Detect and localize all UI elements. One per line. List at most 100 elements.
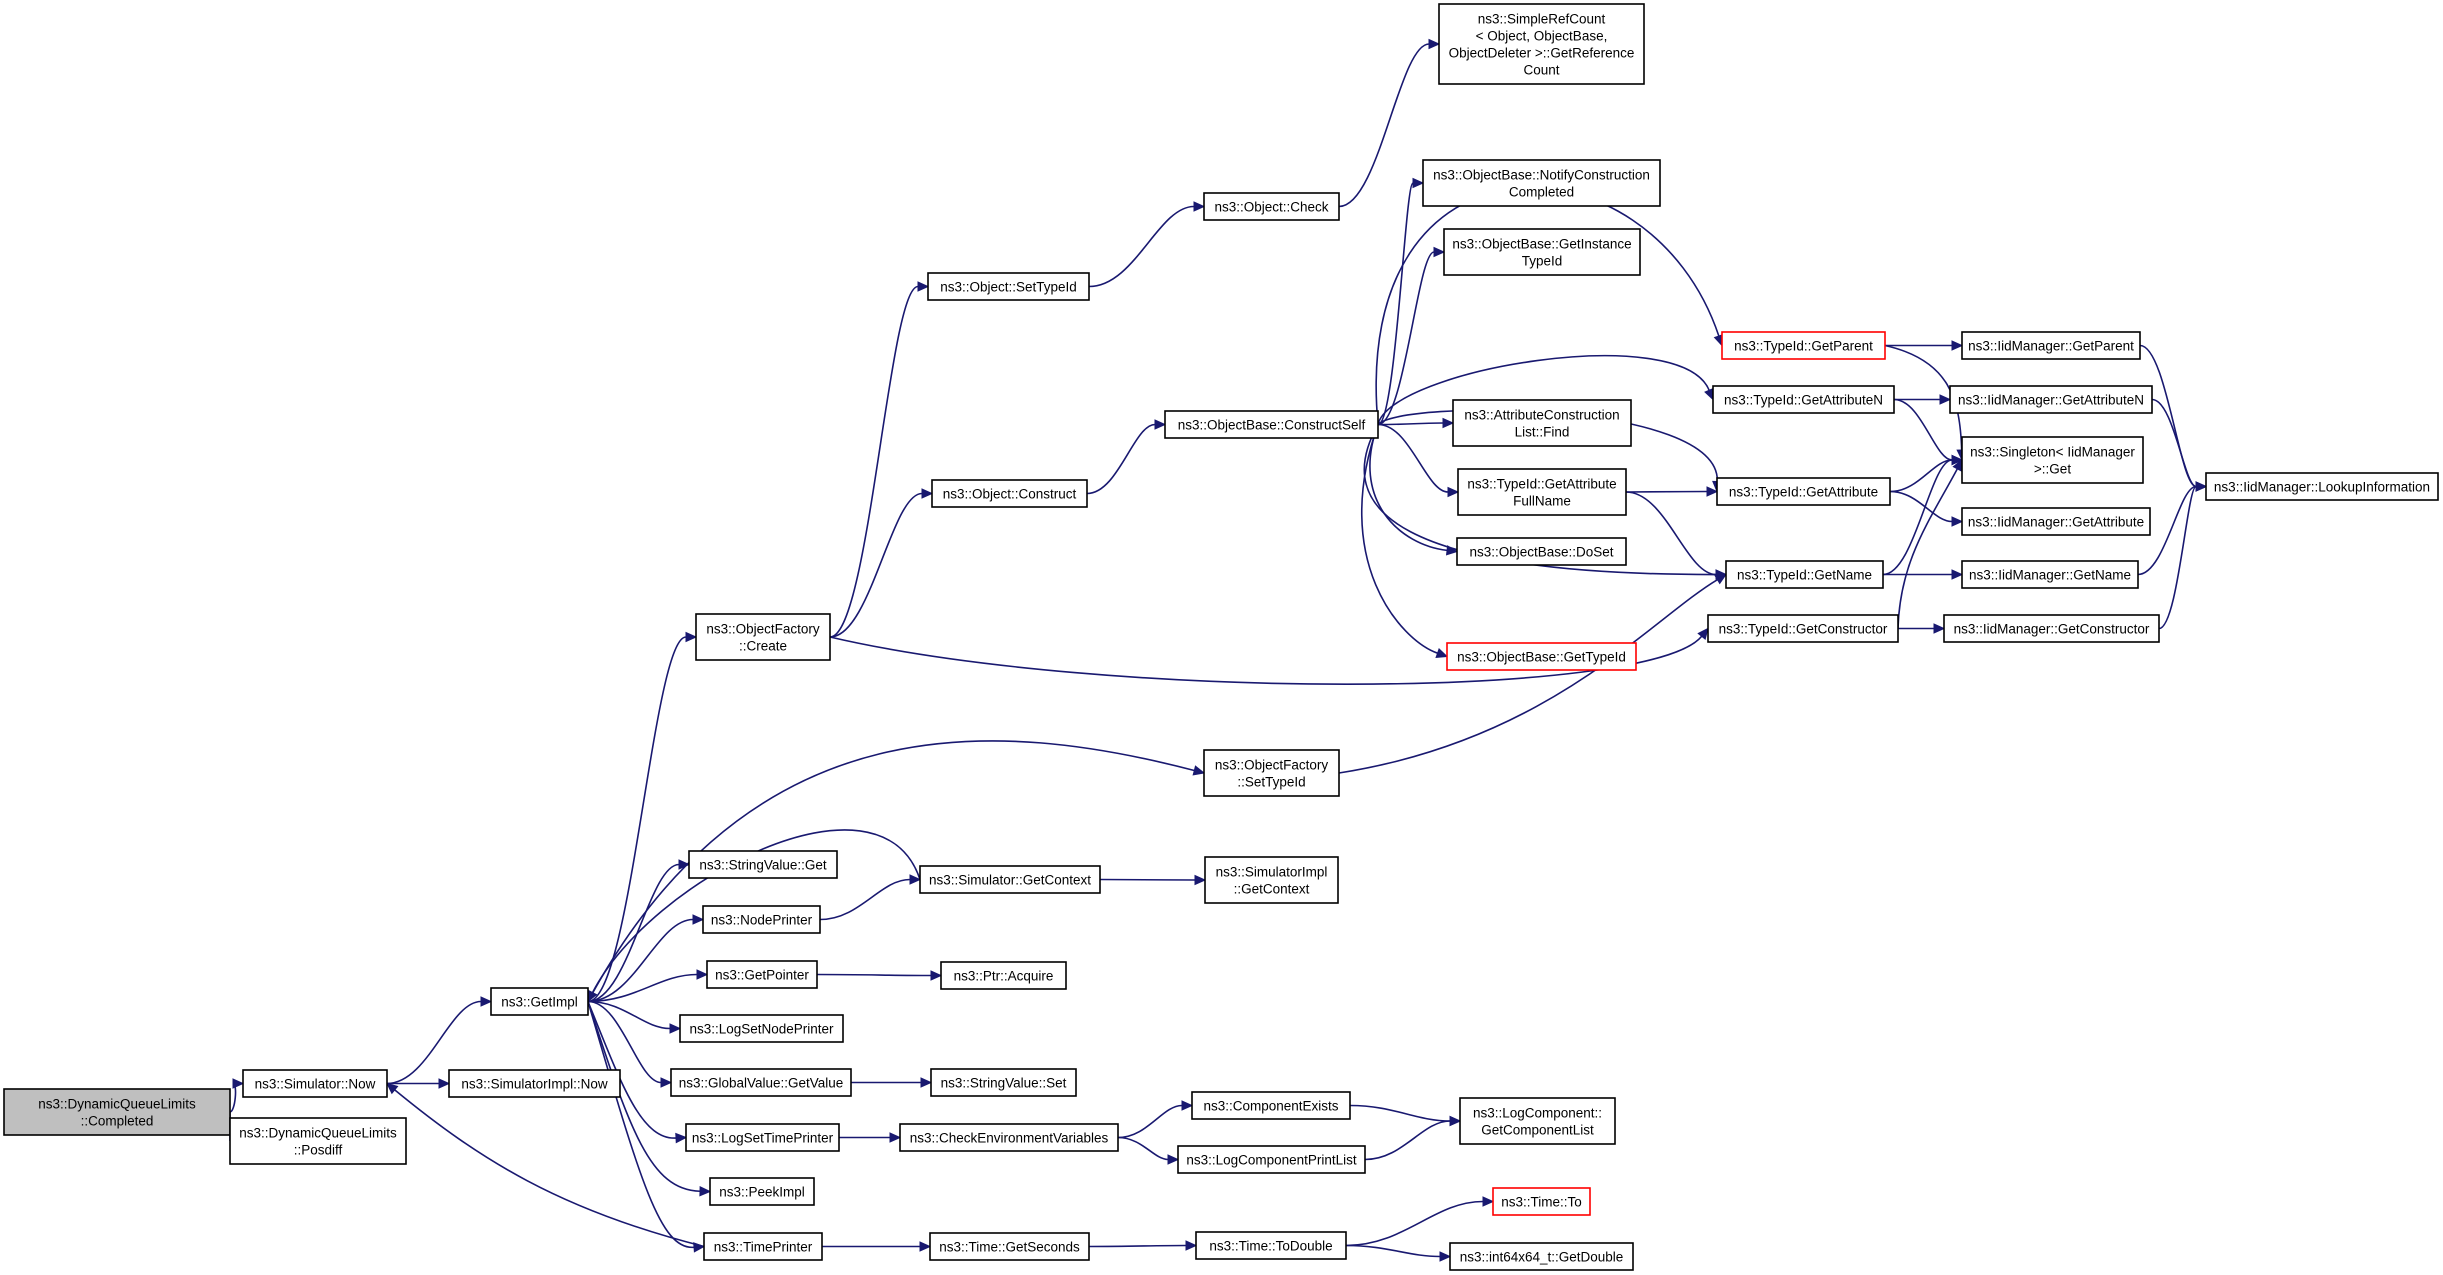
node-object-check[interactable]: ns3::Object::Check — [1203, 192, 1340, 221]
node-label: ns3::IidManager::GetAttributeN — [1958, 393, 2144, 408]
node-globalvalue-getvalue[interactable]: ns3::GlobalValue::GetValue — [670, 1068, 852, 1097]
node-label: ::GetContext — [1234, 882, 1310, 897]
node-box — [1446, 642, 1637, 671]
node-object-construct[interactable]: ns3::Object::Construct — [931, 479, 1088, 508]
node-objbase-notify[interactable]: ns3::ObjectBase::NotifyConstructionCompl… — [1422, 159, 1661, 207]
node-getimpl[interactable]: ns3::GetImpl — [490, 987, 589, 1016]
node-iid-lookup[interactable]: ns3::IidManager::LookupInformation — [2205, 472, 2439, 501]
node-dql-completed[interactable]: ns3::DynamicQueueLimits::Completed — [3, 1088, 231, 1136]
node-objfactory-settypeid[interactable]: ns3::ObjectFactory::SetTypeId — [1203, 749, 1340, 797]
node-objbase-constructself[interactable]: ns3::ObjectBase::ConstructSelf — [1164, 410, 1379, 439]
node-time-todouble[interactable]: ns3::Time::ToDouble — [1195, 1231, 1347, 1260]
node-typeid-getname[interactable]: ns3::TypeId::GetName — [1725, 560, 1884, 589]
node-label: ns3::Simulator::Now — [255, 1077, 376, 1092]
node-box — [1177, 1145, 1366, 1174]
node-componentexists[interactable]: ns3::ComponentExists — [1191, 1091, 1351, 1120]
node-getpointer[interactable]: ns3::GetPointer — [706, 960, 818, 989]
edge-time_todouble-to-int64_getdouble — [1345, 1244, 1452, 1262]
node-label: Completed — [1509, 185, 1574, 200]
node-typeid-getconstructor[interactable]: ns3::TypeId::GetConstructor — [1707, 614, 1899, 643]
node-stringvalue-get[interactable]: ns3::StringValue::Get — [688, 850, 838, 879]
edge-getimpl-to-globalvalue_getvalue — [587, 1000, 673, 1088]
node-stringvalue-set[interactable]: ns3::StringValue::Set — [930, 1068, 1077, 1097]
node-ptr-acquire[interactable]: ns3::Ptr::Acquire — [940, 961, 1067, 990]
node-box — [1438, 3, 1645, 85]
edge-typeid_getattribute-to-iid_getattribute — [1889, 490, 1964, 527]
node-peekimpl[interactable]: ns3::PeekImpl — [709, 1177, 815, 1206]
node-box — [229, 1117, 407, 1165]
node-label: ns3::ObjectBase::NotifyConstruction — [1433, 168, 1650, 183]
node-label: ns3::StringValue::Get — [699, 858, 827, 873]
edge-objfactory_create-to-typeid_getconstructor — [829, 627, 1709, 685]
node-iid-getparent[interactable]: ns3::IidManager::GetParent — [1961, 331, 2141, 360]
node-iid-getname[interactable]: ns3::IidManager::GetName — [1961, 560, 2139, 589]
node-timeprinter[interactable]: ns3::TimePrinter — [703, 1232, 823, 1261]
node-label: Count — [1523, 63, 1559, 78]
node-box — [927, 272, 1090, 301]
node-logsettimeprinter[interactable]: ns3::LogSetTimePrinter — [685, 1123, 840, 1152]
node-iid-getattribute[interactable]: ns3::IidManager::GetAttribute — [1961, 507, 2151, 536]
edge-typeid_getattrfullname-to-typeid_getattribute — [1625, 486, 1719, 497]
node-box — [1164, 410, 1379, 439]
node-time-to[interactable]: ns3::Time::To — [1492, 1187, 1591, 1216]
node-objbase-doset[interactable]: ns3::ObjectBase::DoSet — [1456, 537, 1627, 566]
node-label: ns3::SimulatorImpl::Now — [461, 1077, 608, 1092]
node-box — [1707, 614, 1899, 643]
call-nodes: ns3::DynamicQueueLimits::Completed ns3::S… — [3, 3, 2439, 1271]
node-label: ns3::ComponentExists — [1203, 1099, 1338, 1114]
node-box — [1456, 537, 1627, 566]
node-iid-getattributen[interactable]: ns3::IidManager::GetAttributeN — [1949, 385, 2153, 414]
node-box — [1961, 331, 2141, 360]
node-box — [242, 1069, 388, 1098]
node-label: ns3::SimulatorImpl — [1216, 865, 1328, 880]
node-typeid-getparent[interactable]: ns3::TypeId::GetParent — [1721, 331, 1886, 360]
node-box — [1961, 436, 2144, 484]
node-time-getseconds[interactable]: ns3::Time::GetSeconds — [929, 1232, 1090, 1261]
edge-typeid_getparent-to-iid_getparent — [1885, 340, 1964, 351]
node-object-settypeid[interactable]: ns3::Object::SetTypeId — [927, 272, 1090, 301]
node-simimpl-getcontext[interactable]: ns3::SimulatorImpl::GetContext — [1204, 856, 1339, 904]
node-label: ns3::TypeId::GetAttribute — [1729, 485, 1878, 500]
node-label: ns3::IidManager::GetParent — [1968, 339, 2134, 354]
node-logsetnodeprinter[interactable]: ns3::LogSetNodePrinter — [679, 1014, 844, 1043]
node-box — [1457, 468, 1627, 516]
edge-nodeprinter-to-sim_getcontext — [819, 874, 922, 921]
node-label: ns3::ObjectBase::DoSet — [1469, 545, 1613, 560]
node-label: ns3::AttributeConstruction — [1464, 408, 1619, 423]
node-typeid-getattributen[interactable]: ns3::TypeId::GetAttributeN — [1712, 385, 1895, 414]
edge-objbase_constructself-to-objbase_doset — [1369, 424, 1459, 556]
call-edges — [229, 38, 2208, 1262]
node-logcomponent-getlist[interactable]: ns3::LogComponent::GetComponentList — [1459, 1097, 1616, 1145]
edge-getimpl-to-peekimpl — [587, 1001, 712, 1197]
edge-objbase_constructself-to-objbase_gettypeid — [1361, 424, 1449, 658]
node-nodeprinter[interactable]: ns3::NodePrinter — [702, 905, 821, 934]
node-box — [3, 1088, 231, 1136]
node-label: ns3::LogSetTimePrinter — [692, 1131, 834, 1146]
edge-objbase_constructself-to-typeid_getattrfullname — [1377, 423, 1460, 498]
node-label: ns3::LogComponentPrintList — [1186, 1153, 1357, 1168]
edge-time_todouble-to-time_to — [1345, 1196, 1495, 1247]
node-int64-getdouble[interactable]: ns3::int64x64_t::GetDouble — [1449, 1242, 1634, 1271]
node-sim-getcontext[interactable]: ns3::Simulator::GetContext — [919, 865, 1101, 894]
node-simplerefcount[interactable]: ns3::SimpleRefCount< Object, ObjectBase,… — [1438, 3, 1645, 85]
node-simimpl-now[interactable]: ns3::SimulatorImpl::Now — [448, 1069, 621, 1098]
node-logcomponentprintlist[interactable]: ns3::LogComponentPrintList — [1177, 1145, 1366, 1174]
node-dql-posdiff[interactable]: ns3::DynamicQueueLimits::Posdiff — [229, 1117, 407, 1165]
node-objfactory-create[interactable]: ns3::ObjectFactory::Create — [695, 613, 831, 661]
node-box — [1721, 331, 1886, 360]
node-sim-now[interactable]: ns3::Simulator::Now — [242, 1069, 388, 1098]
edge-objbase_constructself-to-objbase_notify — [1377, 177, 1425, 426]
node-objbase-gettypeid[interactable]: ns3::ObjectBase::GetTypeId — [1446, 642, 1637, 671]
node-singleton-get[interactable]: ns3::Singleton< IidManager>::Get — [1961, 436, 2144, 484]
node-checkenv[interactable]: ns3::CheckEnvironmentVariables — [899, 1123, 1119, 1152]
edge-getimpl-to-objfactory_settypeid — [587, 740, 1206, 1002]
node-typeid-getattribute[interactable]: ns3::TypeId::GetAttribute — [1716, 477, 1891, 506]
node-iid-getconstructor[interactable]: ns3::IidManager::GetConstructor — [1943, 614, 2160, 643]
edge-checkenv-to-componentexists — [1117, 1100, 1194, 1139]
node-box — [448, 1069, 621, 1098]
node-label: ns3::Time::To — [1501, 1195, 1582, 1210]
node-box — [670, 1068, 852, 1097]
